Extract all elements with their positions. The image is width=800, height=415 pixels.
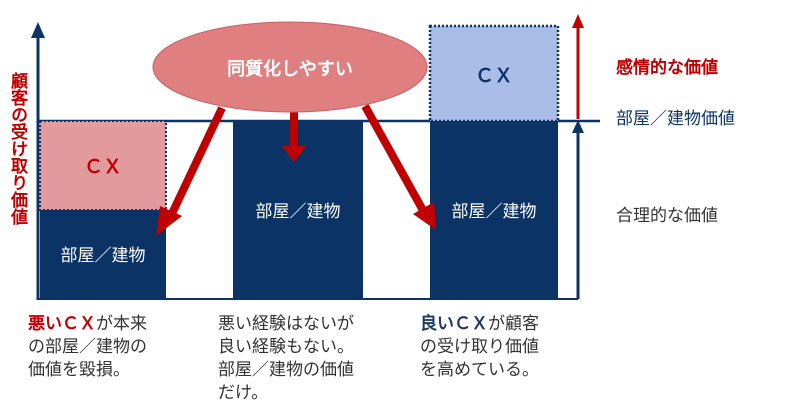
- caption-right-line3: を高めている。: [420, 360, 539, 380]
- caption-left-line2: の部屋／建物の: [28, 337, 147, 357]
- right-bar-cx-label: ＣＸ: [474, 65, 513, 87]
- left-bar-base: [40, 210, 166, 299]
- arrowhead-left: [156, 206, 182, 236]
- baseline-value-label: 部屋／建物価値: [616, 109, 735, 129]
- middle-bar-label: 部屋／建物: [255, 202, 341, 222]
- caption-left-line1: が本来: [96, 314, 147, 334]
- caption-right-line2: の受け取り価値: [420, 337, 539, 357]
- caption-left-highlight: 悪いＣＸ: [28, 314, 96, 334]
- caption-right-line1: が顧客: [488, 314, 539, 334]
- emotional-value-label: 感情的な価値: [616, 58, 718, 78]
- caption-right-highlight: 良いＣＸ: [420, 314, 488, 334]
- caption-right: 良いＣＸが顧客 の受け取り価値 を高めている。: [420, 313, 600, 382]
- caption-middle-line1: 悪い経験はないが: [218, 314, 354, 334]
- right-bar-base-label: 部屋／建物: [451, 202, 537, 222]
- left-bar-cx-label: ＣＸ: [83, 156, 122, 178]
- bubble-text: 同質化しやすい: [227, 59, 353, 80]
- arrow-to-left-bar: [164, 106, 226, 224]
- caption-middle-line2: 良い経験もない。: [218, 337, 354, 357]
- right-bar-base: [430, 121, 558, 299]
- rational-arrowhead: [572, 120, 584, 133]
- y-axis-arrowhead: [31, 22, 45, 38]
- y-axis-label: 顧客の受け取り価値: [7, 72, 27, 225]
- arrowhead-middle: [282, 146, 306, 162]
- left-bar-cx: [39, 120, 167, 211]
- emotional-arrowhead: [572, 14, 584, 28]
- arrowhead-right: [413, 202, 436, 230]
- caption-left-line3: 価値を毀損。: [28, 360, 130, 380]
- caption-left: 悪いＣＸが本来 の部屋／建物の 価値を毀損。: [28, 313, 208, 382]
- left-bar-base-label: 部屋／建物: [60, 246, 146, 266]
- right-bar-cx: [428, 24, 560, 123]
- arrow-to-right-bar: [361, 104, 429, 216]
- rational-value-label: 合理的な価値: [616, 206, 718, 226]
- homogenization-bubble: [152, 21, 428, 113]
- caption-middle-line4: だけ。: [218, 383, 269, 403]
- caption-middle: 悪い経験はないが 良い経験もない。 部屋／建物の価値 だけ。: [218, 313, 398, 405]
- caption-middle-line3: 部屋／建物の価値: [218, 360, 354, 380]
